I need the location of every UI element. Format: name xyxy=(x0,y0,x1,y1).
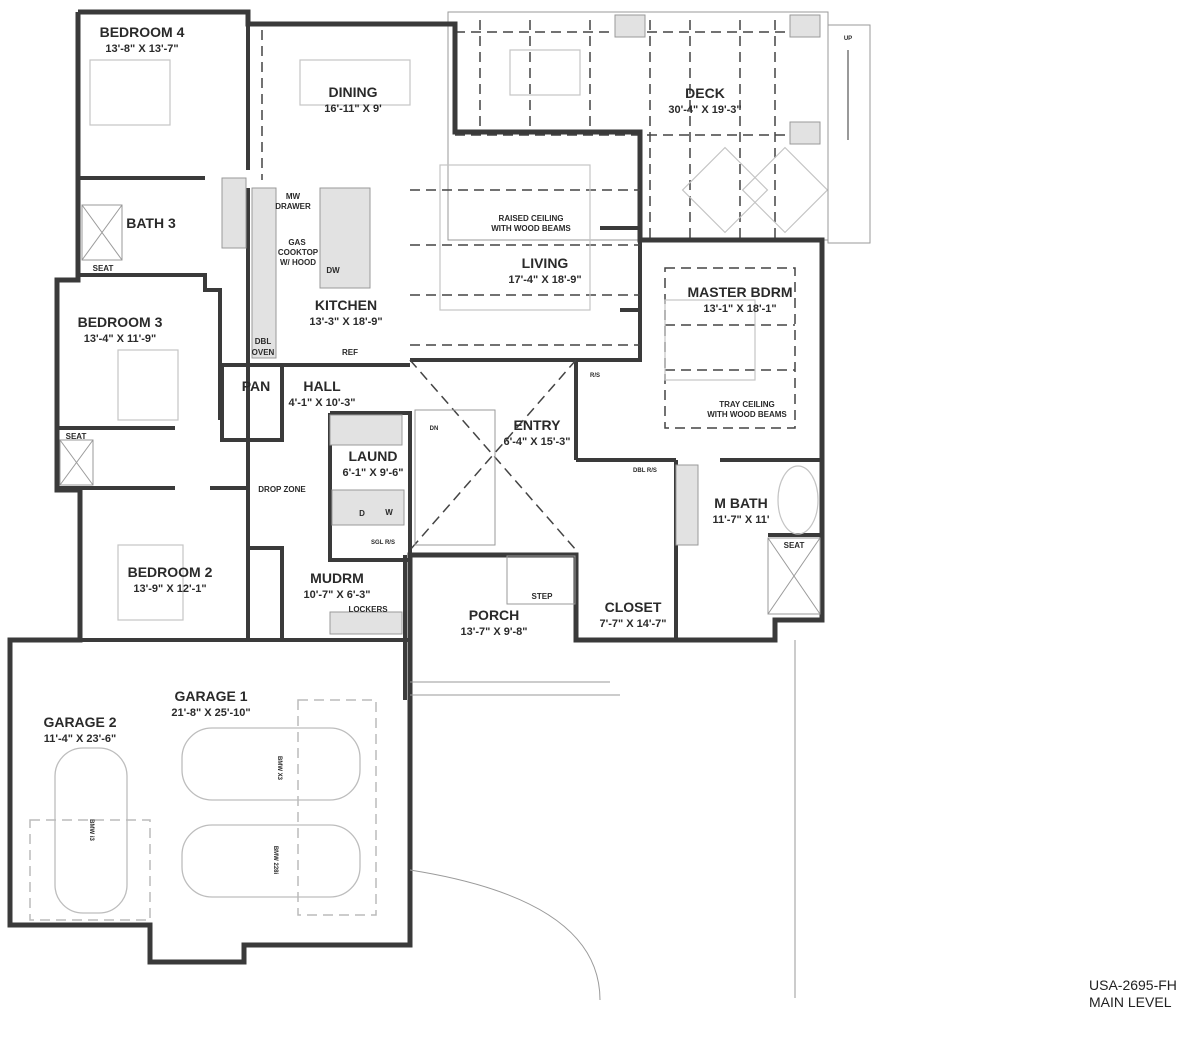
plan-identifier: USA-2695-FH MAIN LEVEL xyxy=(1089,977,1177,1011)
svg-text:WITH WOOD BEAMS: WITH WOOD BEAMS xyxy=(707,410,787,419)
room-bath-3: BATH 3 xyxy=(126,215,176,231)
svg-text:DROP ZONE: DROP ZONE xyxy=(258,485,306,494)
room-laundry: LAUND 6'-1" X 9'-6" xyxy=(343,448,404,479)
svg-text:BATH 3: BATH 3 xyxy=(126,215,176,231)
svg-text:DRAWER: DRAWER xyxy=(275,202,311,211)
svg-text:BEDROOM 2: BEDROOM 2 xyxy=(128,564,213,580)
svg-text:GAS: GAS xyxy=(288,238,306,247)
svg-text:W: W xyxy=(385,508,393,517)
svg-text:OVEN: OVEN xyxy=(252,348,275,357)
svg-text:11'-7" X 11': 11'-7" X 11' xyxy=(713,514,770,526)
svg-text:13'-3" X 18'-9": 13'-3" X 18'-9" xyxy=(309,316,382,328)
svg-text:DW: DW xyxy=(326,266,340,275)
room-master-bath: M BATH 11'-7" X 11' xyxy=(713,495,770,526)
deck-structure xyxy=(447,11,871,244)
svg-text:13'-1" X 18'-1": 13'-1" X 18'-1" xyxy=(703,303,776,315)
svg-text:LIVING: LIVING xyxy=(522,255,569,271)
room-garage-2: GARAGE 2 11'-4" X 23'-6" xyxy=(43,714,116,745)
svg-text:MUDRM: MUDRM xyxy=(310,570,364,586)
svg-text:HALL: HALL xyxy=(303,378,341,394)
room-hall: HALL 4'-1" X 10'-3" xyxy=(288,378,355,409)
svg-text:BEDROOM 4: BEDROOM 4 xyxy=(100,24,185,40)
room-porch: PORCH 13'-7" X 9'-8" xyxy=(460,607,527,638)
svg-text:R/S: R/S xyxy=(590,373,600,379)
room-closet: CLOSET 7'-7" X 14'-7" xyxy=(599,599,666,630)
room-living: LIVING 17'-4" X 18'-9" xyxy=(508,255,581,286)
svg-text:16'-11" X 9': 16'-11" X 9' xyxy=(324,103,382,115)
svg-text:PORCH: PORCH xyxy=(469,607,520,623)
svg-text:21'-8" X 25'-10": 21'-8" X 25'-10" xyxy=(171,707,250,719)
svg-text:COOKTOP: COOKTOP xyxy=(278,248,319,257)
room-bedroom-3: BEDROOM 3 13'-4" X 11'-9" xyxy=(78,314,163,345)
svg-text:RAISED CEILING: RAISED CEILING xyxy=(499,214,564,223)
svg-text:LOCKERS: LOCKERS xyxy=(348,605,388,614)
room-garage-1: GARAGE 1 21'-8" X 25'-10" xyxy=(171,688,250,719)
svg-text:DBL R/S: DBL R/S xyxy=(633,468,657,474)
svg-text:11'-4" X 23'-6": 11'-4" X 23'-6" xyxy=(44,733,117,745)
svg-text:30'-4" X 19'-3": 30'-4" X 19'-3" xyxy=(668,104,741,116)
svg-text:MASTER BDRM: MASTER BDRM xyxy=(688,284,793,300)
parked-cars xyxy=(29,699,377,921)
svg-text:LAUND: LAUND xyxy=(349,448,398,464)
svg-text:CLOSET: CLOSET xyxy=(605,599,662,615)
room-bedroom-4: BEDROOM 4 13'-8" X 13'-7" xyxy=(100,24,185,55)
svg-text:6'-1" X 9'-6": 6'-1" X 9'-6" xyxy=(343,467,404,479)
room-entry: ENTRY 6'-4" X 15'-3" xyxy=(503,417,570,448)
svg-text:SEAT: SEAT xyxy=(93,264,114,273)
interior-walls xyxy=(58,24,824,700)
svg-text:KITCHEN: KITCHEN xyxy=(315,297,377,313)
driveway-edge xyxy=(409,640,796,1001)
svg-text:13'-9" X 12'-1": 13'-9" X 12'-1" xyxy=(133,583,206,595)
svg-text:GARAGE 2: GARAGE 2 xyxy=(43,714,116,730)
svg-text:MW: MW xyxy=(286,192,301,201)
svg-text:D: D xyxy=(359,509,365,518)
plan-level: MAIN LEVEL xyxy=(1089,994,1172,1010)
svg-text:DINING: DINING xyxy=(329,84,378,100)
room-mudroom: MUDRM 10'-7" X 6'-3" xyxy=(303,570,370,601)
fixtures xyxy=(59,59,821,635)
svg-text:13'-8" X 13'-7": 13'-8" X 13'-7" xyxy=(105,43,178,55)
room-dining: DINING 16'-11" X 9' xyxy=(324,84,382,115)
svg-text:TRAY CEILING: TRAY CEILING xyxy=(719,400,775,409)
svg-text:DECK: DECK xyxy=(685,85,725,101)
exterior-wall xyxy=(7,9,825,965)
svg-text:4'-1" X 10'-3": 4'-1" X 10'-3" xyxy=(288,397,355,409)
svg-text:DBL: DBL xyxy=(255,337,272,346)
svg-text:STEP: STEP xyxy=(532,592,554,601)
svg-text:BEDROOM 3: BEDROOM 3 xyxy=(78,314,163,330)
room-master-bedroom: MASTER BDRM 13'-1" X 18'-1" xyxy=(688,284,793,315)
svg-text:6'-4" X 15'-3": 6'-4" X 15'-3" xyxy=(503,436,570,448)
svg-text:13'-7" X 9'-8": 13'-7" X 9'-8" xyxy=(460,626,527,638)
room-bedroom-2: BEDROOM 2 13'-9" X 12'-1" xyxy=(128,564,213,595)
room-pantry: PAN xyxy=(242,378,271,394)
svg-text:SEAT: SEAT xyxy=(784,541,805,550)
svg-text:SGL R/S: SGL R/S xyxy=(371,540,395,546)
room-deck: DECK 30'-4" X 19'-3" xyxy=(668,85,741,116)
svg-text:M BATH: M BATH xyxy=(714,495,767,511)
svg-text:W/ HOOD: W/ HOOD xyxy=(280,258,316,267)
svg-text:WITH WOOD BEAMS: WITH WOOD BEAMS xyxy=(491,224,571,233)
room-kitchen: KITCHEN 13'-3" X 18'-9" xyxy=(309,297,382,328)
fixture-notes: MW DRAWER GAS COOKTOP W/ HOOD DW REF DBL… xyxy=(66,36,853,875)
svg-text:GARAGE 1: GARAGE 1 xyxy=(174,688,247,704)
svg-text:ENTRY: ENTRY xyxy=(514,417,562,433)
svg-text:7'-7" X 14'-7": 7'-7" X 14'-7" xyxy=(599,618,666,630)
svg-text:BMW 228i: BMW 228i xyxy=(272,846,278,875)
svg-text:SEAT: SEAT xyxy=(66,432,87,441)
svg-text:PAN: PAN xyxy=(242,378,271,394)
svg-text:BMW X3: BMW X3 xyxy=(276,756,282,781)
svg-text:REF: REF xyxy=(342,348,358,357)
svg-text:13'-4" X 11'-9": 13'-4" X 11'-9" xyxy=(84,333,157,345)
svg-text:DN: DN xyxy=(430,426,439,432)
svg-text:BMW i3: BMW i3 xyxy=(88,819,94,841)
plan-code: USA-2695-FH xyxy=(1089,977,1177,993)
svg-text:17'-4" X 18'-9": 17'-4" X 18'-9" xyxy=(508,274,581,286)
svg-text:UP: UP xyxy=(844,36,852,42)
svg-text:10'-7" X 6'-3": 10'-7" X 6'-3" xyxy=(303,589,370,601)
